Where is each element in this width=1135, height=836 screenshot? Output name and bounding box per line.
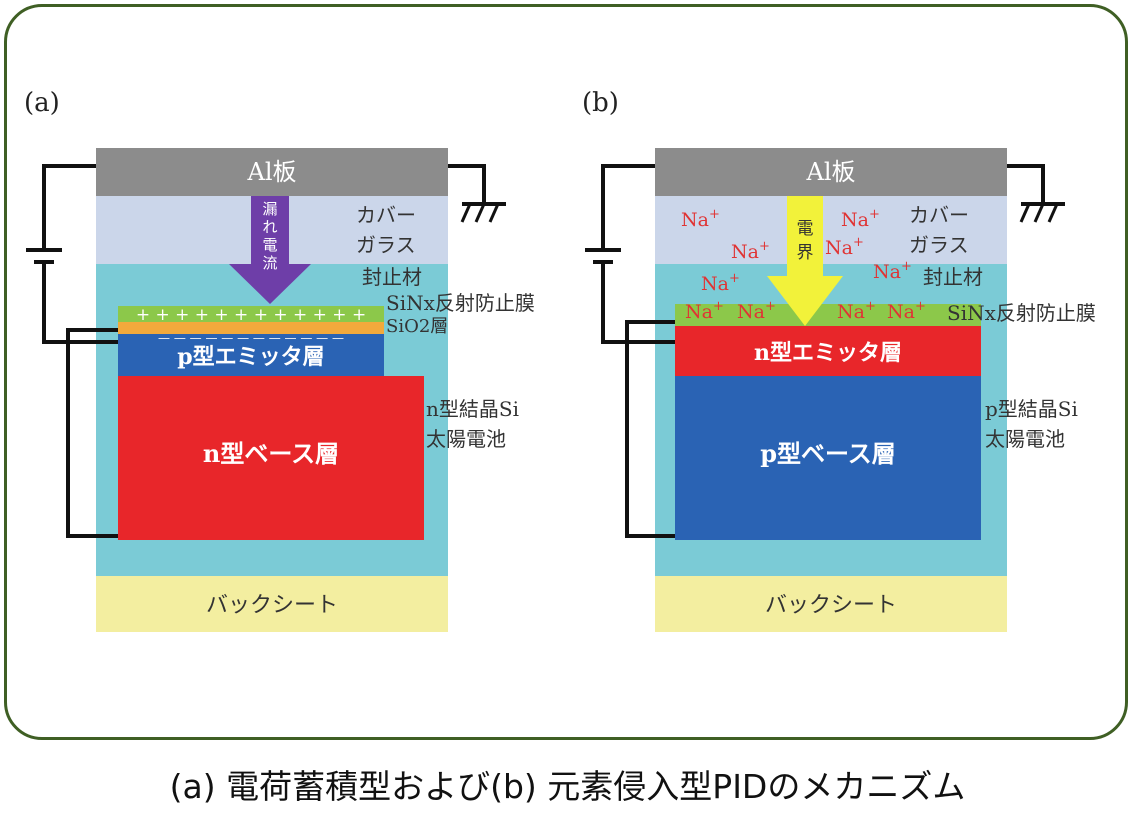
cover-glass-layer bbox=[655, 196, 1007, 264]
wire-ground bbox=[1007, 164, 1045, 202]
sinx-layer bbox=[675, 304, 981, 326]
negative-charges: — — — — — — — — — — — — bbox=[158, 331, 344, 345]
electric-field-arrow bbox=[767, 196, 843, 326]
al-plate-label: Al板 bbox=[246, 158, 296, 186]
cell-label-1: n型結晶Si bbox=[426, 397, 519, 421]
al-plate-layer bbox=[96, 148, 448, 196]
backsheet-label: バックシート bbox=[765, 593, 897, 618]
cover-glass-label-2: ガラス bbox=[356, 233, 416, 257]
cover-glass-label-1: カバー bbox=[909, 203, 969, 227]
panel-a-diagram: 漏 れ 電 流 + + + + + + + + + + + + — — — — … bbox=[26, 148, 535, 632]
electric-field-char-1: 電 bbox=[797, 219, 814, 239]
n-base-layer bbox=[118, 376, 424, 540]
wire-ground bbox=[448, 164, 486, 202]
sodium-ion: Na+ bbox=[825, 235, 864, 259]
electric-field-char-2: 界 bbox=[797, 243, 814, 263]
n-base-label: n型ベース層 bbox=[203, 439, 339, 468]
sio2-label: SiO2層 bbox=[386, 316, 448, 337]
sodium-ion: Na+ bbox=[841, 207, 880, 231]
p-base-layer bbox=[675, 376, 981, 540]
cell-label-1: p型結晶Si bbox=[985, 397, 1078, 421]
leak-current-char-4: 流 bbox=[262, 254, 277, 272]
al-plate-label: Al板 bbox=[805, 158, 855, 186]
sinx-layer bbox=[118, 306, 384, 322]
p-base-label: p型ベース層 bbox=[760, 439, 896, 468]
sodium-ion: Na+ bbox=[685, 299, 724, 323]
sio2-layer bbox=[118, 322, 384, 334]
n-emitter-layer bbox=[675, 326, 981, 376]
sodium-ion: Na+ bbox=[737, 299, 776, 323]
sinx-label: SiNx反射防止膜 bbox=[947, 301, 1096, 325]
n-emitter-label: n型エミッタ層 bbox=[754, 340, 902, 366]
p-emitter-label: p型エミッタ層 bbox=[177, 344, 324, 370]
leak-current-arrow bbox=[229, 196, 311, 304]
sodium-ion: Na+ bbox=[837, 299, 876, 323]
al-plate-layer bbox=[655, 148, 1007, 196]
positive-charges: + + + + + + + + + + + + bbox=[136, 305, 366, 325]
figure-caption: (a) 電荷蓄積型および(b) 元素侵入型PIDのメカニズム bbox=[169, 767, 966, 806]
sodium-ion: Na+ bbox=[873, 259, 912, 283]
panel-b-label: (b) bbox=[582, 88, 619, 118]
sinx-label: SiNx反射防止膜 bbox=[386, 291, 535, 315]
wire-top-left bbox=[601, 164, 655, 248]
cell-label-2: 太陽電池 bbox=[426, 427, 506, 451]
sodium-ion: Na+ bbox=[701, 271, 740, 295]
wire-cell-contact bbox=[625, 320, 675, 538]
backsheet-layer bbox=[96, 576, 448, 632]
wire-to-emitter bbox=[42, 264, 118, 344]
sodium-ion: Na+ bbox=[887, 299, 926, 323]
p-emitter-layer bbox=[118, 334, 384, 376]
panel-a-label: (a) bbox=[24, 88, 60, 118]
encapsulant-label: 封止材 bbox=[923, 265, 983, 289]
encapsulant-label: 封止材 bbox=[362, 265, 422, 289]
panel-b-diagram: 電 界 Na+ Na+ Na+ Na+ Na+ Na+ Na+ Na+ Na+ … bbox=[585, 148, 1096, 632]
leak-current-char-1: 漏 bbox=[262, 200, 277, 218]
sodium-ion: Na+ bbox=[731, 239, 770, 263]
ground-icon bbox=[460, 202, 506, 223]
cover-glass-label-1: カバー bbox=[356, 203, 416, 227]
ground-icon bbox=[1019, 202, 1065, 223]
leak-current-char-2: れ bbox=[262, 218, 277, 236]
wire-cell-contact bbox=[66, 328, 118, 538]
sodium-ion: Na+ bbox=[681, 207, 720, 231]
figure-frame bbox=[4, 4, 1128, 740]
wire-to-emitter bbox=[601, 264, 675, 344]
wire-top-left bbox=[42, 164, 96, 248]
backsheet-layer bbox=[655, 576, 1007, 632]
backsheet-label: バックシート bbox=[206, 593, 338, 618]
cell-label-2: 太陽電池 bbox=[985, 427, 1065, 451]
cover-glass-label-2: ガラス bbox=[909, 233, 969, 257]
leak-current-char-3: 電 bbox=[262, 236, 277, 254]
